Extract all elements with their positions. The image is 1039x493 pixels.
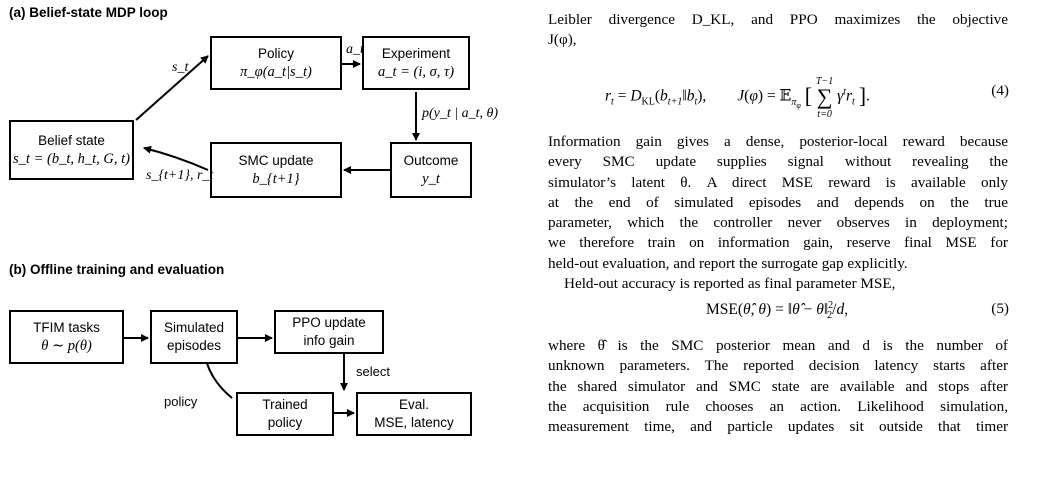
tfim-tasks-box: TFIM tasks θ ∼ p(θ) [9,310,124,364]
policy-formula: π_φ(a_t|s_t) [240,64,312,80]
edge-label-select: select [356,364,390,379]
text-line: simulator’s latent θ. A direct MSE rewar… [548,173,1008,191]
tfim-tasks-formula: θ ∼ p(θ) [41,338,92,354]
text-line: we therefore train on information gain, … [548,234,1008,252]
panel-b-title: (b) Offline training and evaluation [9,262,225,277]
eval-box: Eval. MSE, latency [356,392,472,436]
edge-label-likelihood: p(y_t | a_t, θ) [422,106,499,121]
text-line: the shared simulator and SMC state are a… [548,377,1008,395]
experiment-box: Experiment a_t = (i, σ, τ) [362,36,470,90]
belief-state-label: Belief state [38,133,105,148]
experiment-label: Experiment [381,46,451,61]
tfim-tasks-label: TFIM tasks [33,320,100,335]
text-line: Leibler divergence D_KL, and PPO maximiz… [548,11,1008,28]
paragraph-information-gain: Information gain gives a dense, posterio… [548,132,1008,294]
text-line: held-out evaluation, and report the surr… [548,254,908,272]
edge-label-st: s_t [172,60,189,75]
text-line: unknown parameters. The reported decisio… [548,357,1008,375]
outcome-formula: y_t [422,171,440,187]
arrow-smc-to-belief [143,145,209,171]
policy-label: Policy [257,46,294,61]
belief-state-formula: s_t = (b_t, h_t, G, t) [13,151,130,167]
smc-update-formula: b_{t+1} [252,171,300,187]
simulated-episodes-line1: Simulated [163,320,225,335]
text-line: measurement time, and particle updates s… [548,418,1008,436]
simulated-episodes-box: Simulated episodes [150,310,238,364]
arrow-belief-to-policy [135,55,209,121]
text-line: Held-out accuracy is reported as final p… [564,275,896,293]
eval-line1: Eval. [398,397,429,412]
smc-update-label: SMC update [238,153,314,168]
trained-policy-line2: policy [267,415,303,430]
diagram-arrows [124,55,420,417]
text-line: parameter, which the controller never ob… [548,214,1008,232]
policy-box: Policy π_φ(a_t|s_t) [210,36,342,90]
text-line: J(φ), [548,31,577,49]
text-line: every SMC update supplies signal without… [548,153,1008,171]
edge-label-at: a_t [346,42,364,57]
equation-4: rt = DKL(bt+1‖bt), J(φ) = 𝔼πφ [ T−1 ∑ t=… [605,76,870,120]
outcome-box: Outcome y_t [390,142,472,198]
ppo-update-line1: PPO update [292,315,366,330]
panel-a-title: (a) Belief-state MDP loop [9,5,168,20]
belief-state-box: Belief state s_t = (b_t, h_t, G, t) [9,120,134,180]
edge-label-policy: policy [164,394,198,409]
ppo-update-box: PPO update info gain [274,310,384,354]
text-line: Information gain gives a dense, posterio… [548,133,1008,150]
text-line: where θ̂ is the SMC posterior mean and d… [548,337,1008,354]
smc-update-box: SMC update b_{t+1} [210,142,342,198]
experiment-formula: a_t = (i, σ, τ) [377,64,455,80]
simulated-episodes-line2: episodes [166,338,222,353]
ppo-update-line2: info gain [303,333,355,348]
edge-label-reward: s_{t+1}, r_t [146,168,214,183]
text-line: at the end of simulated episodes and dep… [548,193,1008,211]
text-line: the acquisition rule chooses an action. … [548,397,1008,415]
paragraph-objective: Leibler divergence D_KL, and PPO maximiz… [548,10,1008,51]
equation-5-number: (5) [991,300,1009,317]
trained-policy-line1: Trained [262,397,308,412]
equation-4-number: (4) [991,82,1009,99]
outcome-label: Outcome [403,153,459,168]
paragraph-latency: where θ̂ is the SMC posterior mean and d… [548,336,1008,437]
eval-line2: MSE, latency [374,415,454,430]
trained-policy-box: Trained policy [236,392,334,436]
equation-5: MSE(θ̂, θ) = ‖θ̂ − θ‖22/d, [706,300,849,322]
